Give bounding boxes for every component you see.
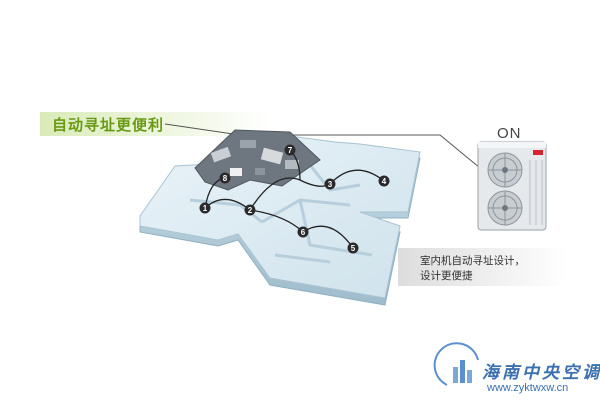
indoor-unit-6-number: 6 [301, 228, 306, 237]
indoor-unit-1-number: 1 [203, 204, 208, 213]
caption-box: 室内机自动寻址设计， 设计更便捷 [398, 248, 568, 286]
indoor-unit-5: 5 [347, 242, 359, 254]
indoor-unit-8: 8 [219, 172, 231, 184]
brand-badge [533, 150, 543, 155]
indoor-unit-8-number: 8 [223, 174, 228, 183]
headline-link-line [164, 123, 481, 169]
indoor-unit-7-number: 7 [288, 146, 293, 155]
caption-line-2: 设计更便捷 [420, 270, 473, 282]
indoor-unit-1: 1 [199, 202, 211, 214]
indoor-unit-6: 6 [297, 226, 309, 238]
headline-bar: 自动寻址更便利 [40, 112, 400, 136]
indoor-unit-7: 7 [284, 144, 296, 156]
outdoor-unit [477, 141, 547, 231]
headline: 自动寻址更便利 [52, 116, 165, 134]
caption-line-1: 室内机自动寻址设计， [420, 255, 525, 267]
indoor-unit-3-number: 3 [328, 180, 333, 189]
indoor-unit-5-number: 5 [351, 244, 356, 253]
indoor-units: 1 2 3 4 5 6 7 8 [199, 144, 390, 254]
indoor-unit-4: 4 [378, 175, 390, 187]
indoor-unit-2-number: 2 [248, 206, 253, 215]
watermark-logo [433, 342, 479, 386]
indoor-unit-3: 3 [324, 178, 336, 190]
watermark-name: 海南中央空调 [482, 363, 600, 383]
headline-highlight [40, 112, 270, 136]
fan-bottom-icon [487, 190, 523, 226]
indoor-unit-2: 2 [244, 204, 256, 216]
watermark-url: www.zyktwxw.cn [487, 382, 569, 394]
indoor-unit-4-number: 4 [382, 177, 387, 186]
power-status-label: ON [497, 125, 522, 142]
fan-top-icon [487, 152, 523, 188]
